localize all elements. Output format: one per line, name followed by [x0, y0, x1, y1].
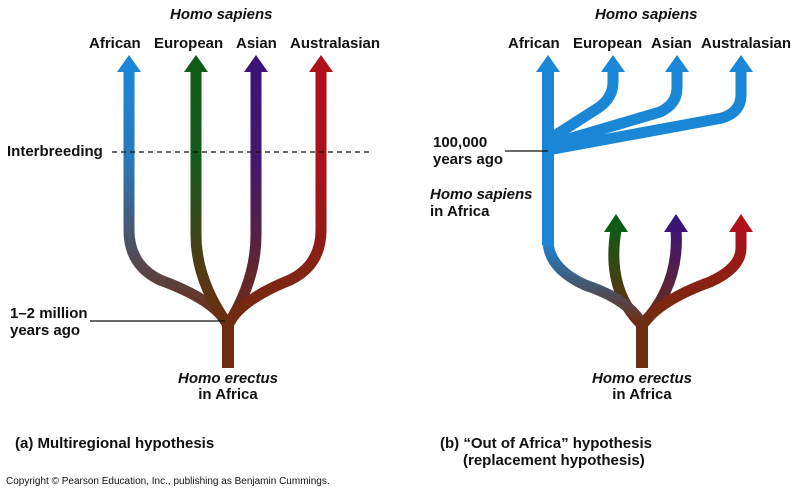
- old-australasian-arrowhead-b: [729, 214, 753, 232]
- australasian-lineage-a: [223, 70, 327, 328]
- homo-sapiens-label-b: Homo sapiens: [595, 6, 698, 23]
- african-arrowhead-b: [536, 55, 560, 72]
- caption-a: (a) Multiregional hypothesis: [15, 435, 215, 452]
- homo-erectus-label-a: Homo erectus: [177, 370, 279, 387]
- homo-erectus-trunk-a: [222, 320, 234, 368]
- european-lineage-a: [190, 70, 233, 329]
- interbreeding-label: Interbreeding: [7, 143, 103, 160]
- caption-b-line2: (replacement hypothesis): [463, 452, 645, 469]
- population-label-european-b: European: [573, 35, 643, 52]
- homo-erectus-label-b: Homo erectus: [591, 370, 693, 387]
- time-label-a-line2: years ago: [10, 322, 81, 339]
- asian-lineage-a: [223, 70, 262, 328]
- african-lower-branch-b: [542, 239, 647, 328]
- homo-sapiens-origin-label-b: Homo sapiens: [430, 186, 533, 203]
- homo-erectus-trunk-b: [636, 320, 648, 368]
- australasian-lineage-b: [547, 70, 747, 156]
- african-arrowhead-a: [117, 55, 141, 72]
- population-label-australasian-b: Australasian: [701, 35, 792, 52]
- in-africa-label-b: in Africa: [612, 386, 672, 403]
- asian-lineage-b: [546, 70, 683, 151]
- european-arrowhead-b: [601, 55, 625, 72]
- asian-arrowhead-b: [665, 55, 689, 72]
- time-label-b-line1: 100,000: [433, 134, 488, 151]
- in-africa-origin-label-b: in Africa: [430, 203, 490, 220]
- population-label-african-b: African: [508, 35, 560, 52]
- australasian-arrowhead-b: [729, 55, 753, 72]
- old-european-arrowhead-b: [604, 214, 628, 232]
- population-label-african-a: African: [89, 35, 141, 52]
- homo-sapiens-label-a: Homo sapiens: [170, 6, 273, 23]
- old-australasian-branch-b: [637, 230, 747, 329]
- in-africa-label-a: in Africa: [198, 386, 258, 403]
- old-asian-arrowhead-b: [664, 214, 688, 232]
- african-lineage-a: [123, 70, 233, 328]
- panel-b-tree: [505, 55, 753, 368]
- population-label-australasian-a: Australasian: [290, 35, 381, 52]
- caption-b-line1: (b) “Out of Africa” hypothesis: [440, 435, 652, 452]
- asian-arrowhead-a: [244, 55, 268, 72]
- time-label-a-line1: 1–2 million: [10, 305, 88, 322]
- time-label-b-line2: years ago: [433, 151, 504, 168]
- panel-a-tree: [90, 55, 372, 368]
- european-arrowhead-a: [184, 55, 208, 72]
- population-label-asian-a: Asian: [236, 35, 277, 52]
- european-lineage-b: [545, 70, 619, 145]
- australasian-arrowhead-a: [309, 55, 333, 72]
- population-label-asian-b: Asian: [651, 35, 692, 52]
- population-label-european-a: European: [154, 35, 224, 52]
- copyright-notice: Copyright © Pearson Education, Inc., pub…: [6, 476, 330, 487]
